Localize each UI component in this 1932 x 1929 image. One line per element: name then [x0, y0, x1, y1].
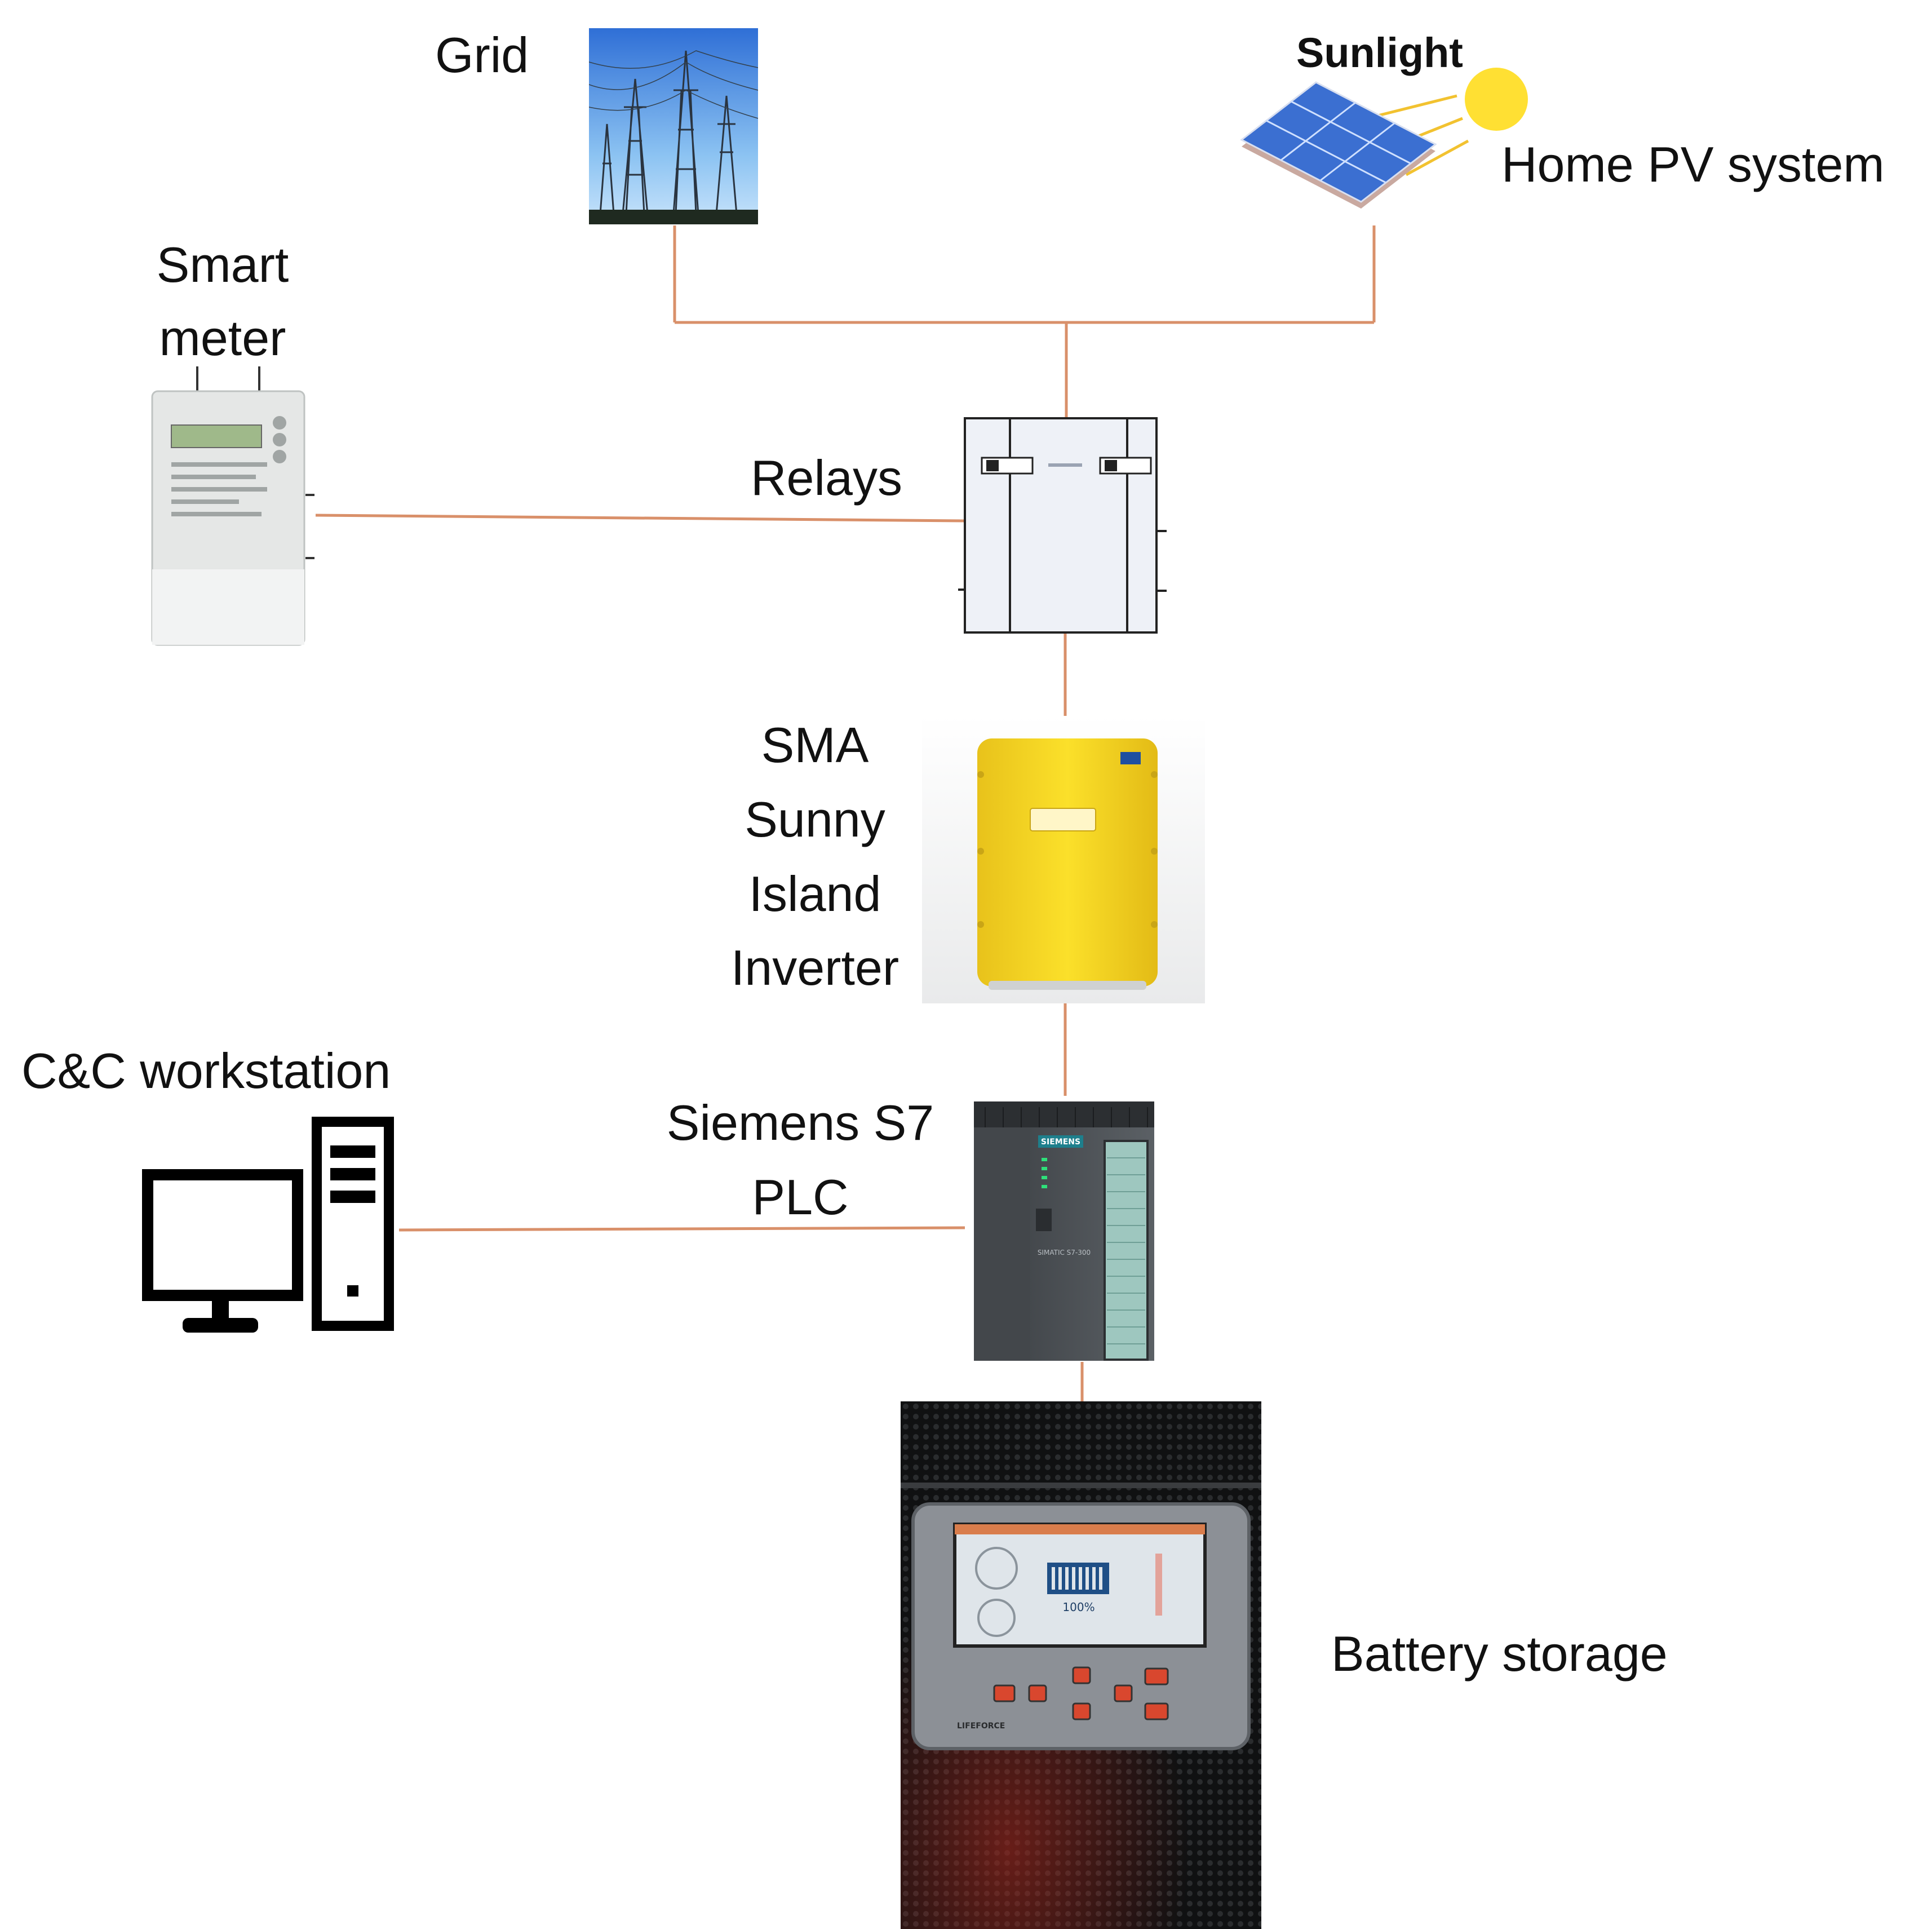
label-grid: Grid	[435, 27, 529, 83]
battery-brand-text: LIFEFORCE	[957, 1722, 1005, 1731]
label-sunlight: Sunlight	[1296, 29, 1463, 76]
sun-icon	[1465, 68, 1528, 131]
label-inverter-line3: Island	[748, 865, 881, 922]
workstation-icon	[142, 1117, 394, 1333]
home-pv-system-image	[1240, 68, 1528, 209]
label-smart-meter-line1: Smart	[156, 237, 289, 293]
label-inverter-line4: Inverter	[730, 940, 899, 996]
label-inverter-line1: SMA	[761, 717, 869, 773]
label-home-pv-system: Home PV system	[1501, 136, 1885, 192]
plc-image: SIEMENS SIMATIC S7-300	[974, 1101, 1154, 1361]
relays-image	[958, 417, 1167, 634]
battery-percent-text: 100%	[1062, 1600, 1094, 1614]
label-inverter-line2: Sunny	[745, 791, 885, 847]
label-battery-storage: Battery storage	[1331, 1626, 1668, 1682]
wire-workstation-to-plc	[398, 1226, 965, 1232]
plc-brand-text: SIEMENS	[1041, 1138, 1080, 1147]
wire-meter-to-relays	[315, 514, 965, 523]
label-smart-meter: Smart meter	[135, 236, 310, 368]
label-relays: Relays	[751, 450, 902, 506]
smart-meter-image	[151, 366, 314, 646]
label-plc: Siemens S7 PLC	[648, 1094, 952, 1227]
label-smart-meter-line2: meter	[159, 309, 286, 366]
label-workstation: C&C workstation	[21, 1043, 391, 1099]
inverter-image	[922, 716, 1205, 1003]
label-inverter: SMA Sunny Island Inverter	[697, 716, 933, 997]
label-plc-line1: Siemens S7	[666, 1095, 934, 1151]
grid-towers-image	[589, 28, 758, 224]
label-plc-line2: PLC	[752, 1169, 849, 1225]
plc-model-text: SIMATIC S7-300	[1038, 1249, 1091, 1256]
solar-panel-icon	[1240, 81, 1437, 209]
battery-storage-image: 100% LIFEFORCE	[901, 1401, 1261, 1929]
